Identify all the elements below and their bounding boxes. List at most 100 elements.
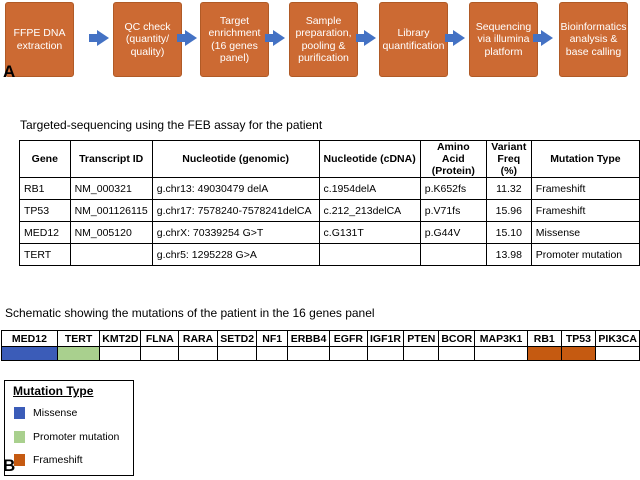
mutation-swatch: [329, 346, 368, 361]
mutation-swatch: [99, 346, 142, 361]
mutation-swatch: [216, 346, 258, 361]
mutation-swatch: [140, 346, 180, 361]
cell-type: Frameshift: [530, 177, 640, 200]
column-header: Amino Acid (Protein): [419, 140, 487, 178]
gene-cell: PTEN: [403, 330, 440, 347]
legend-label: Missense: [33, 407, 78, 419]
column-header: Gene: [19, 140, 71, 178]
legend: Mutation Type Missense Promoter mutation…: [4, 380, 134, 476]
cell-freq: 11.32: [485, 177, 532, 200]
mutation-color-row: [1, 346, 640, 361]
cell-type: Promoter mutation: [530, 243, 640, 266]
table-header-row: Gene Transcript ID Nucleotide (genomic) …: [19, 140, 640, 178]
arrow-icon: [445, 30, 465, 46]
legend-swatch-missense: [14, 407, 25, 419]
panel-a-label: A: [3, 62, 16, 81]
gene-name-row: MED12 TERT KMT2D FLNA RARA SETD2 NF1 ERB…: [1, 330, 640, 347]
cell-transcript: [69, 243, 153, 266]
gene-cell: PIK3CA: [595, 330, 640, 347]
panel-b-label: B: [3, 456, 16, 475]
cell-freq: 13.98: [485, 243, 532, 266]
cell-type: Frameshift: [530, 199, 640, 222]
mutation-swatch: [1, 346, 58, 361]
cell-gene: RB1: [19, 177, 71, 200]
column-header: Mutation Type: [530, 140, 640, 178]
cell-transcript: NM_001126115: [69, 199, 153, 222]
arrow-icon: [177, 30, 197, 46]
cell-protein: p.V71fs: [419, 199, 487, 222]
cell-freq: 15.96: [485, 199, 532, 222]
cell-gene: TERT: [19, 243, 71, 266]
table-row: MED12 NM_005120 g.chrX: 70339254 G>T c.G…: [19, 221, 640, 244]
gene-cell: NF1: [256, 330, 288, 347]
legend-label: Frameshift: [33, 454, 83, 466]
arrow-icon: [89, 30, 109, 46]
cell-cdna: [318, 243, 421, 266]
workflow-step-6: Sequencing via illumina platform: [469, 2, 538, 77]
mutation-swatch: [560, 346, 597, 361]
gene-panel: MED12 TERT KMT2D FLNA RARA SETD2 NF1 ERB…: [1, 330, 640, 361]
table-row: TP53 NM_001126115 g.chr17: 7578240-75782…: [19, 199, 640, 222]
legend-swatch-frameshift: [14, 454, 25, 466]
mutation-swatch: [256, 346, 288, 361]
cell-protein: p.G44V: [419, 221, 487, 244]
cell-transcript: NM_000321: [69, 177, 153, 200]
mutation-swatch: [56, 346, 101, 361]
table-caption: Targeted-sequencing using the FEB assay …: [20, 118, 323, 132]
workflow-step-1: FFPE DNA extraction: [5, 2, 74, 77]
workflow-step-5: Library quantification: [379, 2, 448, 77]
mutation-swatch: [286, 346, 331, 361]
mutation-table: Gene Transcript ID Nucleotide (genomic) …: [19, 140, 640, 266]
cell-cdna: c.1954delA: [318, 177, 421, 200]
mutation-swatch: [526, 346, 562, 361]
mutation-swatch: [595, 346, 640, 361]
gene-cell: RARA: [178, 330, 218, 347]
gene-cell: TERT: [56, 330, 101, 347]
cell-protein: p.K652fs: [419, 177, 487, 200]
workflow-step-3: Target enrichment (16 genes panel): [200, 2, 269, 77]
mutation-swatch: [403, 346, 440, 361]
mutation-swatch: [178, 346, 218, 361]
gene-cell: FLNA: [140, 330, 180, 347]
gene-cell: KMT2D: [99, 330, 142, 347]
column-header: Transcript ID: [69, 140, 153, 178]
gene-cell: EGFR: [329, 330, 368, 347]
cell-freq: 15.10: [485, 221, 532, 244]
mutation-swatch: [438, 346, 476, 361]
gene-cell: ERBB4: [286, 330, 331, 347]
gene-cell: MAP3K1: [474, 330, 528, 347]
column-header: Nucleotide (genomic): [151, 140, 320, 178]
cell-genomic: g.chrX: 70339254 G>T: [151, 221, 320, 244]
gene-cell: SETD2: [216, 330, 258, 347]
workflow-step-7: Bioinformatics analysis & base calling: [559, 2, 628, 77]
cell-genomic: g.chr13: 49030479 delA: [151, 177, 320, 200]
column-header: Nucleotide (cDNA): [318, 140, 421, 178]
cell-protein: [419, 243, 487, 266]
cell-genomic: g.chr5: 1295228 G>A: [151, 243, 320, 266]
mutation-swatch: [366, 346, 405, 361]
arrow-icon: [533, 30, 553, 46]
gene-cell: RB1: [526, 330, 562, 347]
cell-gene: TP53: [19, 199, 71, 222]
workflow-step-4: Sample preparation, pooling & purificati…: [289, 2, 358, 77]
legend-swatch-promoter: [14, 431, 25, 443]
gene-cell: BCOR: [438, 330, 476, 347]
cell-type: Missense: [530, 221, 640, 244]
cell-genomic: g.chr17: 7578240-7578241delCA: [151, 199, 320, 222]
cell-transcript: NM_005120: [69, 221, 153, 244]
cell-cdna: c.G131T: [318, 221, 421, 244]
panel-caption: Schematic showing the mutations of the p…: [5, 306, 375, 320]
arrow-icon: [265, 30, 285, 46]
cell-cdna: c.212_213delCA: [318, 199, 421, 222]
column-header: Variant Freq (%): [485, 140, 532, 178]
mutation-swatch: [474, 346, 528, 361]
arrow-icon: [356, 30, 376, 46]
cell-gene: MED12: [19, 221, 71, 244]
table-row: TERT g.chr5: 1295228 G>A 13.98 Promoter …: [19, 243, 640, 266]
legend-label: Promoter mutation: [33, 431, 120, 443]
legend-title: Mutation Type: [13, 384, 94, 398]
gene-cell: TP53: [560, 330, 597, 347]
table-row: RB1 NM_000321 g.chr13: 49030479 delA c.1…: [19, 177, 640, 200]
gene-cell: MED12: [1, 330, 58, 347]
gene-cell: IGF1R: [366, 330, 405, 347]
